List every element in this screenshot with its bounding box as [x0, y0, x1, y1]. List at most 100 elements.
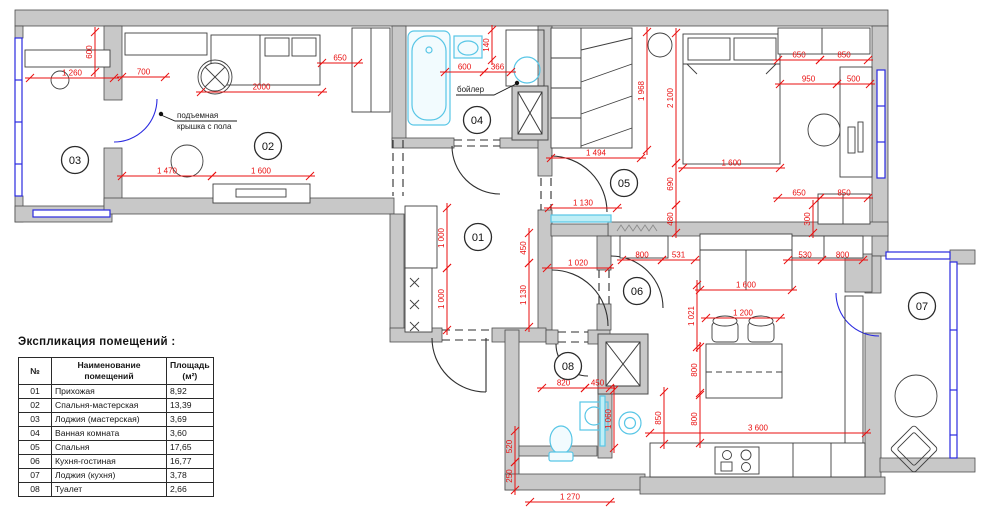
dim-label: 1 020	[568, 259, 589, 268]
legend-header: №	[18, 357, 52, 385]
windows	[14, 37, 958, 459]
dim-h: 950	[775, 75, 842, 89]
boiler	[513, 56, 541, 84]
dim-h: 850	[815, 51, 873, 65]
legend-room-number: 04	[18, 426, 52, 441]
dim-label: 530	[798, 251, 812, 260]
dim-v: 250	[505, 457, 520, 495]
dim-h: 450	[580, 379, 615, 393]
dim-label: 1 600	[251, 167, 272, 176]
dim-v: 800	[690, 390, 705, 448]
sink-niche	[618, 411, 642, 435]
desk-room05	[839, 66, 873, 178]
dim-v: 1 060	[604, 385, 619, 453]
dim-label: 1 021	[687, 305, 696, 326]
armchair-room02	[170, 144, 204, 178]
dim-label: 140	[482, 38, 491, 52]
radiator	[616, 224, 658, 232]
dining-chairs-room06	[711, 315, 775, 343]
kitchen-counter	[649, 442, 866, 478]
legend-room-name: Ванная комната	[51, 426, 167, 441]
legend-room-number: 02	[18, 398, 52, 413]
dim-label: 366	[491, 63, 505, 72]
wall-bath-bottom-left	[391, 137, 455, 149]
window-room05-right	[876, 69, 886, 179]
dim-label: 850	[837, 51, 851, 60]
dim-h: 1 270	[525, 493, 615, 507]
room-badge-02: 02	[253, 131, 283, 161]
callout-text: бойлер	[457, 85, 485, 94]
window-loggia07-right	[949, 261, 958, 459]
dim-label: 1 130	[519, 284, 528, 305]
room-badge-01: 01	[463, 222, 493, 252]
door-bathroom	[451, 145, 501, 195]
dim-label: 1 494	[586, 149, 607, 158]
legend-room-name: Лоджия (кухня)	[51, 468, 167, 483]
dim-h: 531	[657, 251, 700, 265]
dim-label: 800	[836, 251, 850, 260]
dim-v: 1 000	[437, 263, 452, 335]
legend-room-area: 13,39	[166, 398, 214, 413]
dim-v: 800	[690, 342, 705, 398]
dim-label: 480	[666, 212, 675, 226]
cabinet-06-left	[619, 235, 669, 259]
legend-room-name: Спальня-мастерская	[51, 398, 167, 413]
dim-label: 1 968	[637, 80, 646, 101]
dining-table-room06	[705, 343, 783, 399]
legend-room-number: 01	[18, 384, 52, 399]
stool-loggia03	[50, 70, 70, 90]
dim-h: 1 260	[25, 69, 119, 83]
dim-label: 650	[333, 54, 347, 63]
furniture	[24, 27, 938, 478]
shaft-1	[511, 85, 549, 141]
dim-h: 1 470	[117, 167, 217, 181]
dim-h: 650	[773, 189, 825, 203]
dim-h: 800	[817, 251, 868, 265]
legend-room-area: 3,60	[166, 426, 214, 441]
dim-h: 2000	[196, 83, 327, 97]
dim-v: 600	[85, 27, 100, 77]
door-loggia07	[835, 292, 880, 337]
cabinet-room05-bottom	[817, 193, 871, 225]
dim-h: 1 200	[701, 309, 785, 323]
chair-room05	[807, 113, 841, 147]
legend-room-name: Кухня-гостиная	[51, 454, 167, 469]
dim-label: 690	[666, 177, 675, 191]
sink-bathroom	[453, 35, 483, 59]
dim-h: 500	[832, 75, 875, 89]
dim-label: 600	[85, 45, 94, 59]
dim-label: 1 130	[573, 199, 594, 208]
dim-v: 2 100	[666, 28, 681, 168]
wall-kitchen-right-lower	[864, 332, 882, 478]
callout-text: крышка с пола	[177, 122, 232, 131]
table-loggia07	[894, 374, 938, 418]
legend-room-area: 16,77	[166, 454, 214, 469]
window-loggia07-top	[885, 251, 951, 260]
wall-kitchen-bottom	[639, 476, 886, 495]
legend-room-area: 8,92	[166, 384, 214, 399]
wall-top	[14, 9, 889, 27]
shaft-2	[597, 333, 649, 395]
dim-label: 650	[792, 189, 806, 198]
door-entrance	[431, 337, 487, 393]
room-number: 07	[916, 301, 928, 313]
shelf-room02	[124, 32, 208, 56]
chair-loggia07	[890, 425, 938, 473]
bed-room02	[210, 34, 321, 86]
desk-loggia03	[24, 49, 111, 68]
dim-label: 300	[803, 212, 812, 226]
room-badge-06: 06	[622, 276, 652, 306]
closet-boiler	[505, 29, 545, 87]
room-number: 06	[631, 286, 643, 298]
dim-label: 2 100	[666, 87, 675, 108]
openings	[392, 139, 610, 343]
window-sill-cyan	[550, 214, 612, 223]
